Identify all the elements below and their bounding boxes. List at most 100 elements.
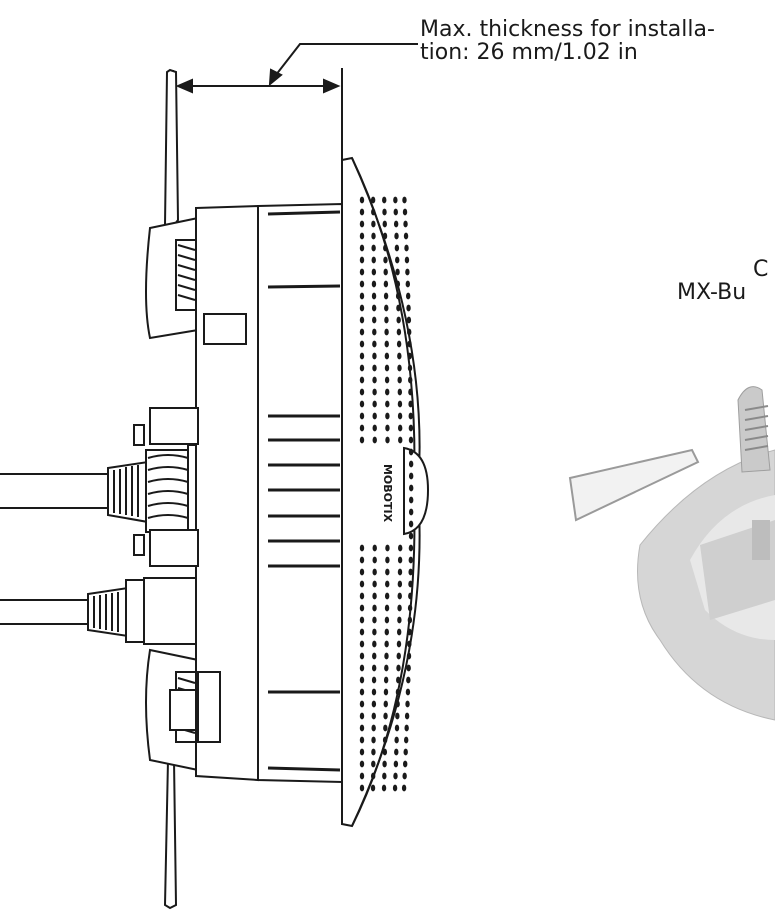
grille-hole bbox=[372, 328, 377, 336]
grille-hole bbox=[384, 340, 389, 348]
grille-hole bbox=[385, 580, 390, 588]
grille-hole bbox=[359, 724, 365, 732]
grille-hole bbox=[408, 592, 413, 600]
grille-hole bbox=[397, 616, 402, 624]
grille-hole bbox=[397, 388, 403, 396]
grille-hole bbox=[402, 208, 408, 216]
grille-hole bbox=[370, 784, 376, 792]
grille-hole bbox=[396, 652, 401, 660]
grille-hole bbox=[397, 412, 403, 420]
spring-clip-top bbox=[145, 68, 199, 340]
grille-hole bbox=[408, 508, 414, 516]
grille-hole bbox=[383, 712, 388, 720]
grille-hole bbox=[359, 436, 365, 444]
grille-hole bbox=[394, 244, 400, 252]
grille-hole bbox=[384, 592, 390, 600]
grille-hole bbox=[408, 496, 414, 504]
grille-hole bbox=[359, 664, 365, 672]
grille-hole bbox=[395, 268, 400, 276]
grille-hole bbox=[359, 316, 365, 324]
grille-hole bbox=[396, 328, 402, 336]
dimension-arrowhead-left bbox=[175, 78, 193, 94]
grille-hole bbox=[372, 424, 377, 432]
grille-hole bbox=[401, 784, 407, 792]
grille-hole bbox=[371, 712, 376, 720]
grille-hole bbox=[383, 256, 388, 264]
grille-hole bbox=[382, 772, 387, 780]
grille-hole bbox=[406, 304, 411, 312]
grille-hole bbox=[394, 736, 399, 744]
grille-hole bbox=[384, 304, 389, 312]
grille-hole bbox=[359, 748, 365, 756]
thickness-callout: Max. thickness for installa- tion: 26 mm… bbox=[420, 18, 715, 64]
grille-hole bbox=[405, 268, 410, 276]
grille-hole bbox=[403, 748, 408, 756]
grille-hole bbox=[372, 544, 377, 552]
grille-hole bbox=[359, 760, 365, 768]
grille-hole bbox=[393, 208, 398, 216]
grille-hole bbox=[397, 568, 403, 576]
grille-hole bbox=[359, 700, 365, 708]
grille-hole bbox=[371, 244, 376, 252]
grille-hole bbox=[397, 364, 402, 372]
grille-hole bbox=[359, 280, 365, 288]
grille-hole bbox=[406, 316, 412, 324]
grille-hole bbox=[359, 244, 365, 252]
grille-hole bbox=[384, 328, 389, 336]
grille-hole bbox=[397, 580, 403, 588]
grille-hole bbox=[395, 280, 401, 288]
grille-hole bbox=[371, 268, 377, 276]
grille-hole bbox=[397, 376, 402, 384]
grille-hole bbox=[359, 208, 365, 216]
grille-hole bbox=[407, 340, 412, 348]
grille-hole bbox=[393, 772, 398, 780]
grille-hole bbox=[359, 196, 365, 204]
grille-hole bbox=[404, 736, 409, 744]
grille-hole bbox=[370, 772, 376, 780]
grille-hole bbox=[385, 400, 390, 408]
grille-hole bbox=[359, 220, 365, 228]
grille-hole bbox=[371, 724, 376, 732]
grille-hole bbox=[395, 712, 400, 720]
grille-hole bbox=[393, 760, 399, 768]
front-marking-label: MOBOTIX bbox=[381, 464, 394, 523]
grille-hole bbox=[372, 616, 377, 624]
grille-hole bbox=[384, 604, 390, 612]
grille-hole bbox=[397, 592, 402, 600]
grille-hole bbox=[359, 556, 365, 564]
grille-hole bbox=[385, 556, 390, 564]
grille-hole bbox=[385, 568, 390, 576]
grille-hole bbox=[359, 256, 365, 264]
dimension-indicator bbox=[172, 43, 418, 160]
grille-hole bbox=[394, 232, 399, 240]
grille-hole bbox=[406, 664, 411, 672]
grille-hole bbox=[397, 556, 403, 564]
grille-hole bbox=[382, 232, 388, 240]
grille-hole bbox=[396, 316, 401, 324]
grille-hole bbox=[382, 748, 388, 756]
grille-hole bbox=[398, 436, 403, 444]
grille-hole bbox=[385, 544, 390, 552]
grille-hole bbox=[371, 760, 376, 768]
grille-hole bbox=[406, 676, 411, 684]
grille-hole bbox=[381, 784, 387, 792]
grille-hole bbox=[402, 196, 407, 204]
grille-hole bbox=[408, 388, 413, 396]
grille-hole bbox=[371, 700, 377, 708]
grille-hole bbox=[384, 616, 390, 624]
grille-hole bbox=[404, 712, 410, 720]
grille-hole bbox=[397, 400, 403, 408]
product-caption-line-2: MX-Bu bbox=[677, 280, 747, 305]
dimension-leader-line bbox=[271, 43, 418, 81]
grille-hole bbox=[384, 316, 389, 324]
grille-hole bbox=[394, 748, 399, 756]
grille-hole bbox=[383, 700, 388, 708]
dimension-leader-arrowhead bbox=[268, 68, 283, 87]
grille-hole bbox=[372, 568, 377, 576]
grille-hole bbox=[382, 760, 387, 768]
grille-hole bbox=[395, 700, 400, 708]
grille-hole bbox=[393, 220, 399, 228]
grille-hole bbox=[408, 544, 414, 552]
grille-hole bbox=[359, 304, 365, 312]
grille-hole bbox=[406, 652, 412, 660]
